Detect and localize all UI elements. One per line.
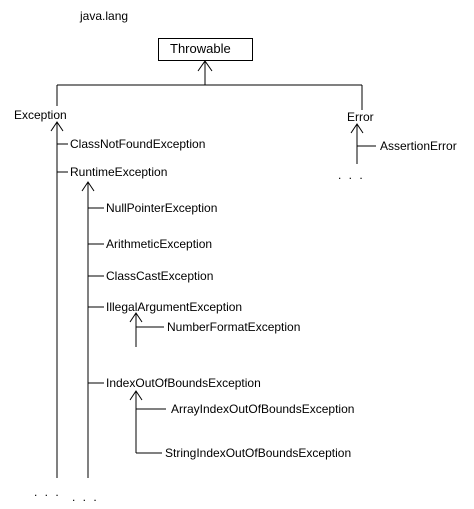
- error-ellipsis: . . .: [338, 168, 365, 182]
- throwable-arrowhead: [197, 60, 213, 72]
- nullpointer-label: NullPointerException: [106, 201, 218, 215]
- indexoutofbounds-arrowhead: [129, 390, 143, 401]
- stringindex-label: StringIndexOutOfBoundsException: [165, 446, 352, 460]
- illegalargument-label: IllegalArgumentException: [106, 300, 243, 314]
- classcast-label: ClassCastException: [106, 269, 214, 283]
- assertionerror-label: AssertionError: [380, 139, 457, 153]
- exception-ellipsis: . . .: [34, 485, 61, 499]
- error-label: Error: [347, 110, 374, 124]
- exception-arrowhead: [50, 121, 64, 132]
- runtime-label: RuntimeException: [70, 165, 168, 179]
- runtime-ellipsis: . . .: [72, 490, 99, 504]
- error-arrowhead: [350, 123, 364, 134]
- throwable-label: Throwable: [170, 41, 231, 56]
- arrayindex-label: ArrayIndexOutOfBoundsException: [171, 402, 355, 416]
- runtime-arrowhead: [81, 181, 95, 192]
- indexoutofbounds-label: IndexOutOfBoundsException: [106, 376, 261, 390]
- numberformat-label: NumberFormatException: [167, 320, 301, 334]
- illegalargument-arrowhead: [129, 312, 143, 323]
- package-title: java.lang: [80, 9, 129, 23]
- exception-label: Exception: [14, 108, 67, 122]
- throwable-box: [158, 38, 253, 61]
- arithmetic-label: ArithmeticException: [106, 237, 213, 251]
- classnotfound-label: ClassNotFoundException: [70, 137, 206, 151]
